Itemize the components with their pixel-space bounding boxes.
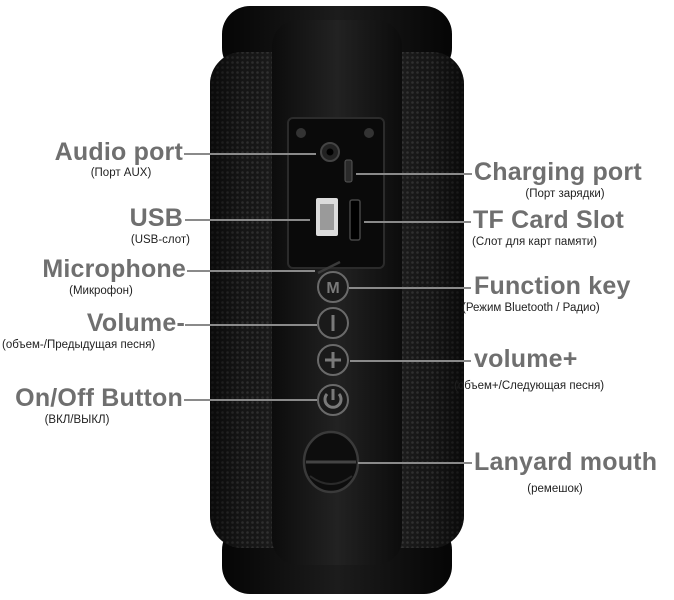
label-usb: USB — [129, 204, 183, 232]
port-recess — [287, 117, 385, 269]
label-usb-sub: (USB-слот) — [130, 234, 190, 246]
label-volume-plus: volume+ — [474, 345, 578, 373]
screw-icon — [364, 128, 374, 138]
leader-volume-minus — [185, 324, 317, 326]
leader-audio-port — [184, 153, 316, 155]
leader-volume-plus — [350, 360, 471, 362]
label-lanyard-sub: (ремешок) — [527, 483, 583, 495]
mode-button[interactable]: M — [317, 271, 349, 303]
leader-usb — [185, 219, 310, 221]
plus-icon — [325, 352, 341, 368]
label-volume-minus-sub: (объем-/Предыдущая песня) — [2, 339, 156, 351]
label-microphone: Microphone — [42, 255, 186, 283]
power-button[interactable] — [317, 384, 349, 416]
leader-microphone — [187, 270, 315, 272]
label-on-off-sub: (ВКЛ/ВЫКЛ) — [44, 414, 110, 426]
charging-port-icon — [344, 159, 353, 183]
volume-minus-button[interactable] — [317, 307, 349, 339]
leader-tf-card — [364, 221, 471, 223]
label-function-key: Function key — [474, 272, 631, 300]
lanyard-loop — [302, 430, 360, 494]
label-tf-card: TF Card Slot — [473, 206, 625, 234]
label-charging-port: Charging port — [474, 158, 642, 186]
volume-plus-button[interactable] — [317, 344, 349, 376]
leader-function-key — [349, 287, 471, 289]
mode-icon: M — [326, 280, 339, 297]
screw-icon — [296, 128, 306, 138]
label-charging-port-sub: (Порт зарядки) — [525, 188, 605, 200]
power-icon — [323, 389, 343, 409]
label-on-off: On/Off Button — [15, 384, 183, 412]
leader-on-off — [184, 399, 317, 401]
label-lanyard: Lanyard mouth — [474, 448, 658, 476]
label-volume-minus: Volume- — [86, 309, 185, 337]
leader-charging-port — [356, 173, 472, 175]
label-audio-port: Audio port — [54, 138, 183, 166]
label-function-key-sub: (Режим Bluetooth / Радио) — [462, 302, 600, 314]
tf-slot-icon — [349, 199, 361, 241]
label-volume-plus-sub: (объем+/Следующая песня) — [454, 380, 605, 392]
microphone-icon — [317, 260, 341, 275]
leader-lanyard — [358, 462, 472, 464]
label-tf-card-sub: (Слот для карт памяти) — [472, 236, 597, 248]
label-audio-port-sub: (Порт AUX) — [90, 167, 152, 179]
label-microphone-sub: (Микрофон) — [69, 285, 133, 297]
